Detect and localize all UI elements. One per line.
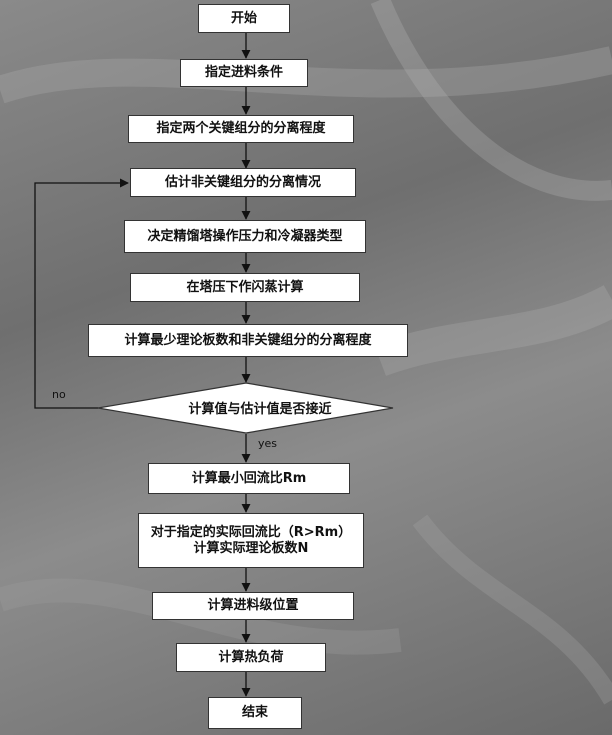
- node-min-stages-label: 计算最少理论板数和非关键组分的分离程度: [124, 332, 372, 348]
- node-start-label: 开始: [230, 10, 257, 26]
- node-heat-duty-label: 计算热负荷: [218, 649, 284, 665]
- node-key-separation: 指定两个关键组分的分离程度: [128, 115, 354, 143]
- node-key-separation-label: 指定两个关键组分的分离程度: [156, 121, 326, 136]
- node-end-label: 结束: [241, 705, 268, 720]
- node-decision-label: 计算值与估计值是否接近: [188, 401, 332, 417]
- node-actual-reflux-line2: 计算实际理论板数N: [193, 540, 309, 556]
- node-min-reflux: 计算最小回流比Rm: [148, 463, 350, 494]
- node-feed-stage-label: 计算进料级位置: [207, 598, 299, 613]
- decision-diamond: [97, 382, 394, 434]
- node-estimate-nonkey: 估计非关键组分的分离情况: [130, 168, 356, 197]
- node-flash-calc: 在塔压下作闪蒸计算: [130, 273, 360, 302]
- arrow-feedback-loop: [34, 178, 129, 409]
- node-flash-calc-label: 在塔压下作闪蒸计算: [186, 279, 304, 295]
- node-heat-duty: 计算热负荷: [176, 643, 326, 672]
- edge-label-no: no: [52, 388, 66, 401]
- node-pressure-condenser: 决定精馏塔操作压力和冷凝器类型: [124, 220, 366, 253]
- node-start: 开始: [198, 4, 290, 33]
- node-feed-conditions-label: 指定进料条件: [204, 65, 283, 80]
- node-min-stages: 计算最少理论板数和非关键组分的分离程度: [88, 324, 408, 357]
- node-pressure-condenser-label: 决定精馏塔操作压力和冷凝器类型: [147, 228, 343, 244]
- node-estimate-nonkey-label: 估计非关键组分的分离情况: [164, 174, 321, 190]
- node-end: 结束: [208, 697, 302, 729]
- edge-label-yes: yes: [258, 437, 278, 450]
- node-actual-reflux: 对于指定的实际回流比（R>Rm） 计算实际理论板数N: [138, 513, 364, 568]
- node-feed-stage: 计算进料级位置: [152, 592, 354, 620]
- node-min-reflux-label: 计算最小回流比Rm: [191, 470, 307, 486]
- node-actual-reflux-line1: 对于指定的实际回流比（R>Rm）: [150, 524, 352, 540]
- node-feed-conditions: 指定进料条件: [180, 59, 308, 87]
